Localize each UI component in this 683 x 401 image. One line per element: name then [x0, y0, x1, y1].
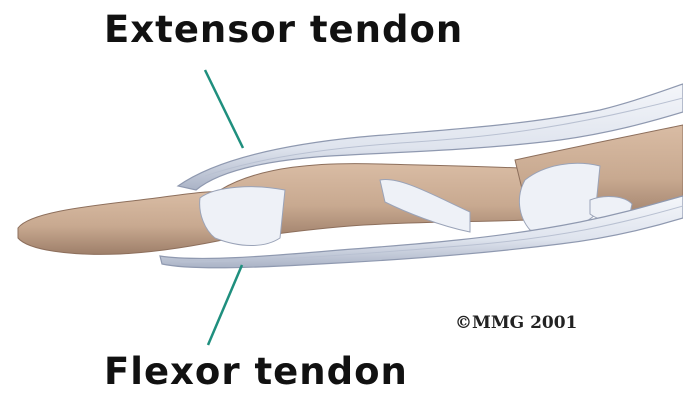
extensor-tendon-label: Extensor tendon — [104, 8, 463, 51]
copyright-notice: ©MMG 2001 — [455, 313, 577, 333]
flexor-tendon-label: Flexor tendon — [104, 350, 408, 393]
flexor-leader-line — [208, 265, 242, 345]
extensor-leader-line — [205, 70, 243, 148]
